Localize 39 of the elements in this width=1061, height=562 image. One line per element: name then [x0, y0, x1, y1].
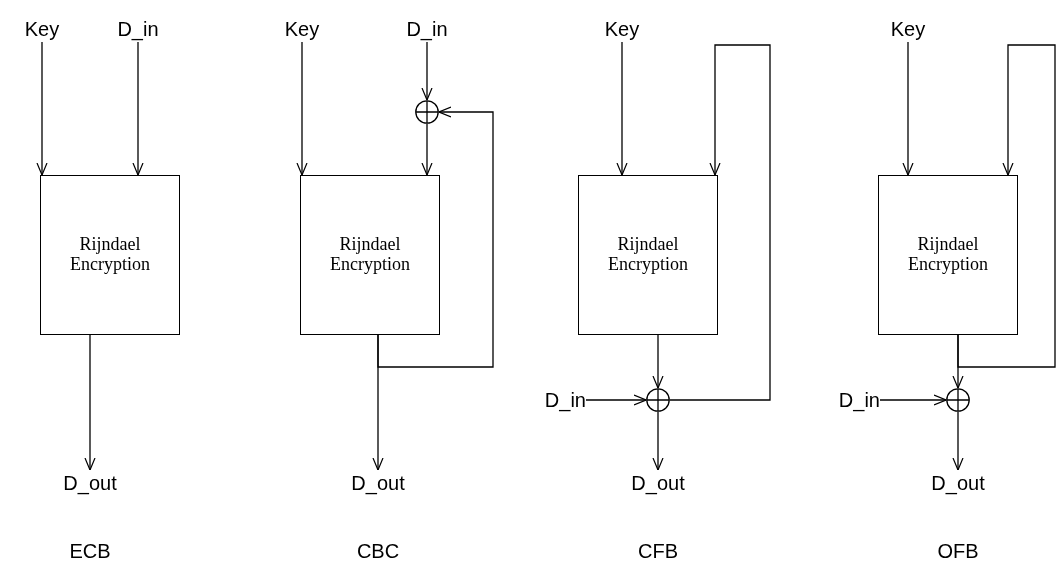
signal-label: D_in: [113, 16, 163, 42]
signal-label: D_out: [628, 470, 688, 496]
signal-label: D_in: [832, 387, 880, 413]
arrow: [585, 394, 647, 406]
arrow: [421, 41, 433, 101]
signal-label: D_out: [60, 470, 120, 496]
xor-symbol: [646, 388, 670, 412]
signal-label: D_out: [928, 470, 988, 496]
arrow: [957, 44, 1056, 368]
arrow: [952, 411, 964, 471]
signal-label: D_in: [402, 16, 452, 42]
arrow: [652, 334, 664, 389]
signal-label: Key: [17, 16, 67, 42]
mode-label: CBC: [356, 540, 400, 562]
arrow: [296, 41, 308, 176]
xor-symbol: [415, 100, 439, 124]
arrow: [902, 41, 914, 176]
signal-label: D_in: [538, 387, 586, 413]
arrow: [652, 411, 664, 471]
mode-label: CFB: [638, 540, 678, 562]
arrow: [421, 123, 433, 176]
signal-label: Key: [883, 16, 933, 42]
encryption-box: Rijndael Encryption: [300, 175, 440, 335]
signal-label: D_out: [348, 470, 408, 496]
arrow: [616, 41, 628, 176]
encryption-box: Rijndael Encryption: [578, 175, 718, 335]
arrow: [377, 106, 494, 368]
encryption-box: Rijndael Encryption: [878, 175, 1018, 335]
xor-symbol: [946, 388, 970, 412]
signal-label: Key: [597, 16, 647, 42]
encryption-box: Rijndael Encryption: [40, 175, 180, 335]
mode-label: OFB: [937, 540, 979, 562]
mode-label: ECB: [69, 540, 111, 562]
arrow: [669, 44, 771, 401]
arrow: [84, 334, 96, 471]
arrow: [879, 394, 947, 406]
arrow: [132, 41, 144, 176]
signal-label: Key: [277, 16, 327, 42]
arrow: [36, 41, 48, 176]
